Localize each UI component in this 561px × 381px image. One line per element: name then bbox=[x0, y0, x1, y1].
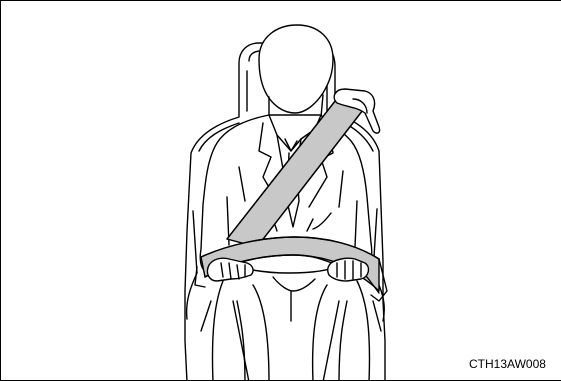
figure-code-label: CTH13AW008 bbox=[469, 357, 546, 371]
occupant-legs bbox=[201, 277, 381, 381]
occupant-head bbox=[259, 25, 333, 117]
